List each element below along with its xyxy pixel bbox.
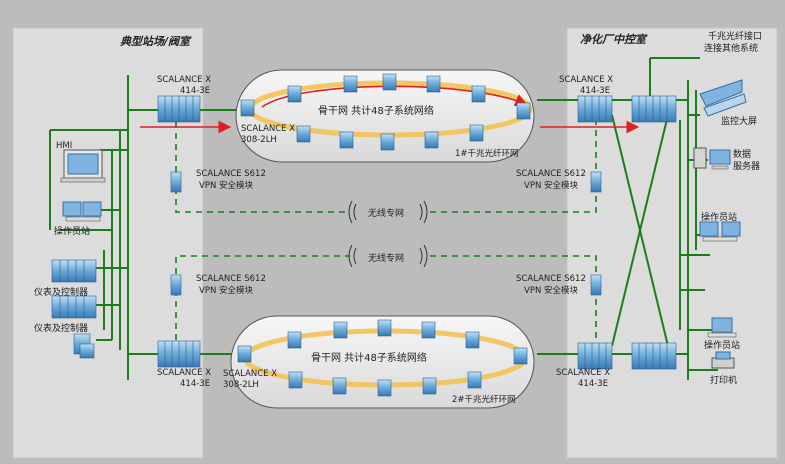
ring-1-nodes	[240, 73, 531, 151]
switch-left-bottom-line1: SCALANCE X	[157, 368, 211, 378]
switch-right-top-line1: SCALANCE X	[559, 75, 613, 85]
monitor-wall-label: 监控大屏	[721, 115, 757, 127]
switch-left-bottom	[157, 340, 201, 368]
data-server-icon	[693, 147, 731, 170]
top-right-note-line1: 千兆光纤接口	[708, 30, 762, 42]
vpn-left-bottom-line2: VPN 安全模块	[199, 285, 254, 296]
right-bus-lines	[537, 57, 718, 380]
data-server-label-line1: 数据	[733, 148, 751, 160]
instrument-controller-1-icon	[51, 259, 97, 283]
switch-right-top	[577, 95, 677, 123]
printer-label: 打印机	[710, 374, 737, 386]
operator-station-left-icon	[62, 201, 102, 222]
switch-right-bottom-line1: SCALANCE X	[556, 368, 610, 378]
vpn-right-bottom-line2: VPN 安全模块	[524, 285, 579, 296]
switch-left-bottom-line2: 414-3E	[180, 379, 210, 389]
left-bus-lines	[49, 75, 237, 380]
vpn-modules	[170, 171, 602, 296]
right-panel-title: 净化厂中控室	[580, 33, 648, 46]
wireless-dashed-lines	[175, 122, 597, 340]
operator-station-left-label: 操作员站	[54, 225, 90, 237]
operator-station-right-2-icon	[707, 317, 737, 338]
vpn-right-top-line1: SCALANCE S612	[516, 169, 586, 179]
operator-station-right-2-label: 操作员站	[704, 339, 740, 351]
field-device-icon	[73, 333, 95, 359]
top-right-note-line2: 连接其他系统	[704, 42, 758, 54]
vpn-left-top-line2: VPN 安全模块	[199, 180, 254, 191]
vpn-left-top-line1: SCALANCE S612	[196, 169, 266, 179]
ring1-entry-line1: SCALANCE X	[241, 124, 295, 134]
switch-right-bottom	[577, 342, 677, 370]
data-server-label-line2: 服务器	[733, 160, 760, 172]
vpn-right-bottom-line1: SCALANCE S612	[516, 274, 586, 284]
switch-right-top-line2: 414-3E	[580, 86, 610, 96]
wireless-label-top: 无线专网	[368, 207, 404, 219]
switch-left-top-line1: SCALANCE X	[157, 75, 211, 85]
instrument-controller-2-label: 仪表及控制器	[34, 322, 88, 334]
hmi-icon	[60, 149, 106, 183]
operator-station-right-1-icon	[699, 221, 741, 242]
instrument-controller-1-label: 仪表及控制器	[34, 286, 88, 298]
ring-1-label: 1#千兆光纤环网	[455, 148, 519, 159]
switch-left-top	[157, 95, 201, 123]
switch-right-bottom-line2: 414-3E	[578, 379, 608, 389]
ring-2-title: 骨干网 共计48子系统网络	[311, 351, 427, 364]
ring2-entry-line2: 308-2LH	[223, 380, 259, 390]
operator-station-right-1-label: 操作员站	[701, 211, 737, 223]
ring-1-title: 骨干网 共计48子系统网络	[318, 104, 434, 117]
wireless-label-bottom: 无线专网	[368, 252, 404, 264]
ring1-entry-line2: 308-2LH	[241, 135, 277, 145]
vpn-right-top-line2: VPN 安全模块	[524, 180, 579, 191]
vpn-left-bottom-line1: SCALANCE S612	[196, 274, 266, 284]
switch-left-top-line2: 414-3E	[180, 86, 210, 96]
hmi-label: HMI	[56, 141, 72, 151]
left-panel	[12, 27, 204, 459]
monitor-wall-icon	[699, 79, 747, 117]
left-panel-title: 典型站场/阀室	[120, 35, 192, 48]
instrument-controller-2-icon	[51, 295, 97, 319]
ring2-entry-line1: SCALANCE X	[223, 369, 277, 379]
wireless-signal-icons	[348, 200, 428, 268]
ring-2-label: 2#千兆光纤环网	[452, 394, 516, 405]
printer-icon	[711, 351, 735, 369]
ring-2-nodes	[237, 319, 528, 397]
